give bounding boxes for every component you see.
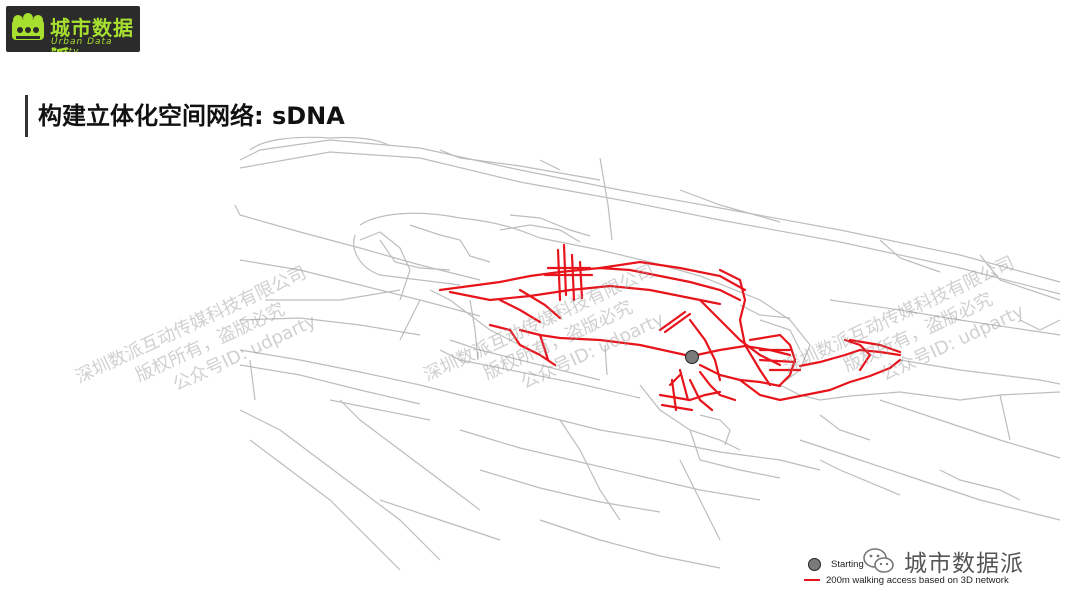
start-point-swatch [808,557,821,571]
legend-item-starting: Starting [804,556,1009,572]
brand-name-cn: 城市数据派 [50,16,134,52]
brand-mark-icon [12,13,44,40]
brand-name-en: Urban Data Party [51,37,113,52]
start-point [685,350,699,364]
legend: Starting 200m walking access based on 3D… [804,556,1009,588]
legend-label: 200m walking access based on 3D network [826,574,1009,586]
base-network [234,136,1061,571]
wechat-account-badge: 城市数据派 [862,544,1024,578]
legend-label: Starting [831,558,864,570]
page-title: 构建立体化空间网络: sDNA [38,102,345,130]
legend-item-network: 200m walking access based on 3D network [804,572,1009,588]
accessible-network [438,243,902,412]
network-line-swatch [804,579,820,581]
brand-logo: 城市数据派 Urban Data Party [6,6,140,52]
title-accent-bar [25,95,28,137]
wechat-icon [863,548,894,573]
wechat-account-name: 城市数据派 [904,551,1024,577]
